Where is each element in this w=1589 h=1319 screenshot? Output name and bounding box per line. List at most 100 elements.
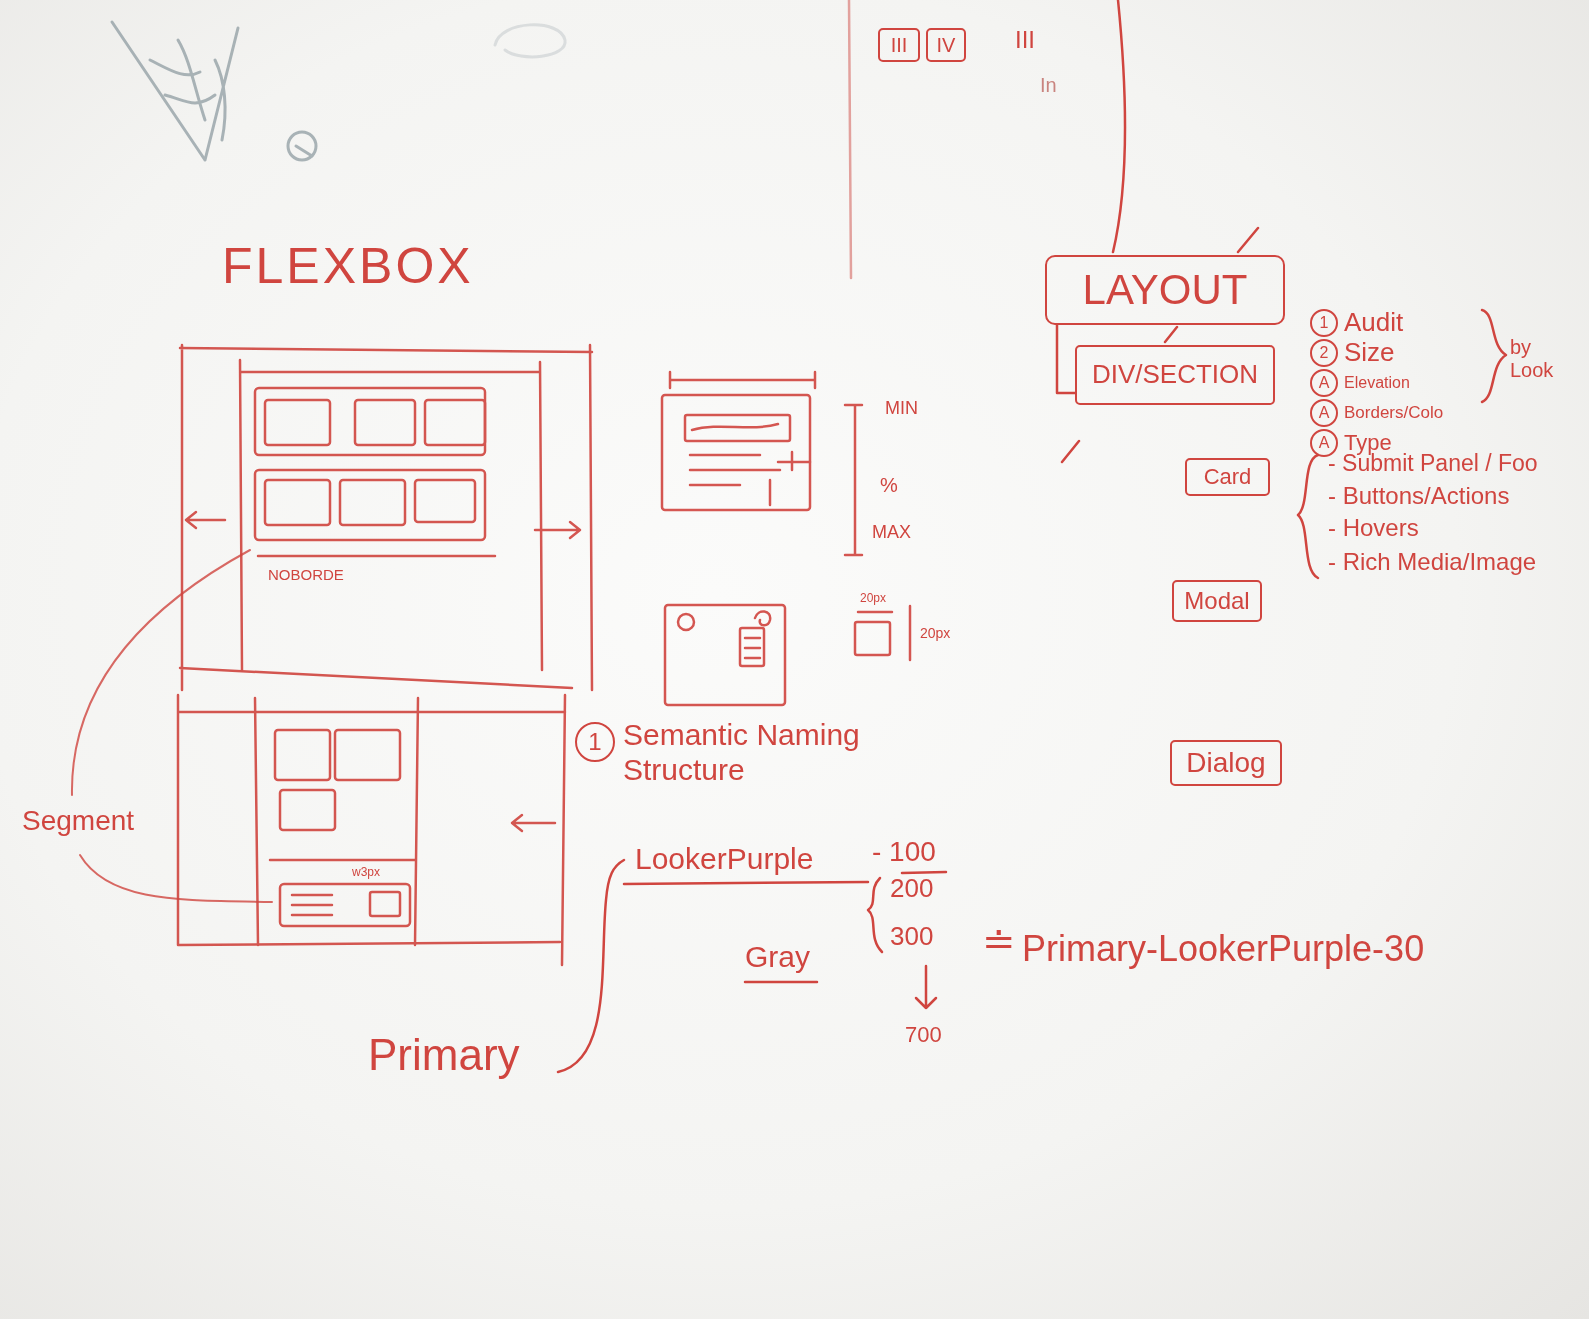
- color-naming-marks: [624, 882, 868, 884]
- segment-wireframe: [335, 730, 400, 780]
- board-note: 20px: [860, 592, 886, 606]
- min-max-sketch: [685, 415, 790, 441]
- flexbox-wireframe: [255, 388, 485, 455]
- segment-wireframe: [280, 790, 335, 830]
- flexbox-wireframe: [535, 522, 580, 538]
- flexbox-wireframe: [340, 480, 405, 525]
- faint-ghost-marks: [296, 146, 312, 156]
- node-label: Dialog: [1186, 747, 1265, 779]
- min-max-sketch: [692, 424, 778, 430]
- segment-wireframe: [280, 884, 410, 926]
- spacing-sketch: [855, 622, 890, 655]
- board-note: ≐: [982, 918, 1016, 964]
- step-circle: ABorders/Colo: [1310, 399, 1338, 427]
- board-note: Gray: [745, 940, 810, 975]
- layout-marks: [1482, 310, 1506, 402]
- board-note: by Look: [1510, 336, 1572, 382]
- segment-wireframe: [178, 695, 565, 965]
- step-circle: 1Audit: [1310, 309, 1338, 337]
- node-label: A: [1319, 374, 1330, 392]
- node-heading: Semantic Naming Structure: [623, 718, 873, 787]
- board-note: III: [1015, 26, 1035, 54]
- board-note: - Submit Panel / Foo: [1328, 450, 1538, 476]
- segment-leader: [72, 550, 250, 795]
- board-note: - Rich Media/Image: [1328, 548, 1536, 576]
- color-naming-marks: [916, 966, 936, 1008]
- flexbox-wireframe: [415, 480, 475, 522]
- color-naming-marks: [558, 860, 946, 1072]
- flexbox-wireframe: [186, 512, 225, 528]
- board-note: 300: [890, 922, 933, 952]
- segment-leader: [72, 550, 272, 902]
- tile-box: III: [878, 28, 920, 62]
- spacing-sketch: [755, 611, 770, 625]
- layout-marks: [1298, 455, 1318, 578]
- color-naming-marks: [868, 878, 882, 952]
- step-circle: 1Semantic Naming Structure: [575, 722, 615, 762]
- board-note: Primary-LookerPurple-30: [1022, 928, 1424, 969]
- step-circle: 2Size: [1310, 339, 1338, 367]
- segment-wireframe: [270, 859, 415, 862]
- board-note: 20px: [920, 625, 950, 641]
- board-lines: [849, 0, 1125, 278]
- node-label: 2: [1320, 344, 1329, 362]
- node-heading: Elevation: [1344, 374, 1410, 392]
- component-box: Card: [1185, 458, 1270, 496]
- step-circle: AElevation: [1310, 369, 1338, 397]
- faint-ghost-marks: [112, 22, 238, 160]
- segment-wireframe: [292, 895, 332, 915]
- board-note: MIN: [885, 398, 918, 419]
- board-note: - 100: [872, 836, 936, 868]
- component-box: Modal: [1172, 580, 1262, 622]
- spacing-sketch: [665, 605, 785, 705]
- flexbox-wireframe: [425, 400, 485, 445]
- min-max-sketch: [662, 395, 810, 510]
- tile-box: IV: [926, 28, 966, 62]
- node-heading: Borders/Colo: [1344, 403, 1443, 423]
- node-label: DIV/SECTION: [1092, 360, 1258, 390]
- segment-wireframe: [275, 730, 330, 780]
- faint-ghost-marks: [495, 25, 565, 57]
- board-note: LookerPurple: [635, 842, 813, 877]
- faint-ghost-marks: [288, 132, 316, 160]
- node-label: IV: [937, 34, 956, 57]
- min-max-sketch: [670, 372, 815, 388]
- component-box: Dialog: [1170, 740, 1282, 786]
- board-lines: [1113, 0, 1125, 252]
- spacing-sketch: [678, 614, 694, 630]
- board-note: 700: [905, 1022, 942, 1047]
- segment-wireframe: [370, 892, 400, 916]
- node-label: III: [891, 34, 908, 57]
- spacing-sketch: [745, 638, 760, 658]
- node-label: 1: [1320, 314, 1329, 332]
- node-heading: Size: [1344, 338, 1395, 368]
- board-note: 200: [890, 874, 933, 904]
- flexbox-wireframe: [180, 345, 592, 690]
- board-note: MAX: [872, 522, 911, 543]
- section-box: DIV/SECTION: [1075, 345, 1275, 405]
- board-note: Primary: [368, 1030, 520, 1081]
- node-heading: Audit: [1344, 308, 1403, 338]
- board-lines: [849, 0, 851, 278]
- min-max-sketch: [845, 405, 862, 555]
- segment-wireframe: [512, 815, 555, 831]
- color-naming-marks: [558, 860, 624, 1072]
- flexbox-wireframe: [265, 480, 330, 525]
- spacing-sketch: [740, 628, 764, 666]
- flexbox-wireframe: [355, 400, 415, 445]
- board-note: Segment: [22, 805, 134, 837]
- board-note: In: [1040, 74, 1057, 97]
- min-max-sketch: [662, 372, 862, 555]
- min-max-sketch: [770, 452, 810, 505]
- faint-ghost-marks: [112, 22, 565, 160]
- connector-line: [1057, 325, 1075, 393]
- flexbox-wireframe: [265, 400, 330, 445]
- color-naming-marks: [902, 872, 946, 873]
- board-note: %: [880, 474, 898, 497]
- board-note: - Hovers: [1328, 514, 1419, 542]
- board-note: - Buttons/Actions: [1328, 482, 1509, 510]
- board-note: w3px: [352, 866, 380, 880]
